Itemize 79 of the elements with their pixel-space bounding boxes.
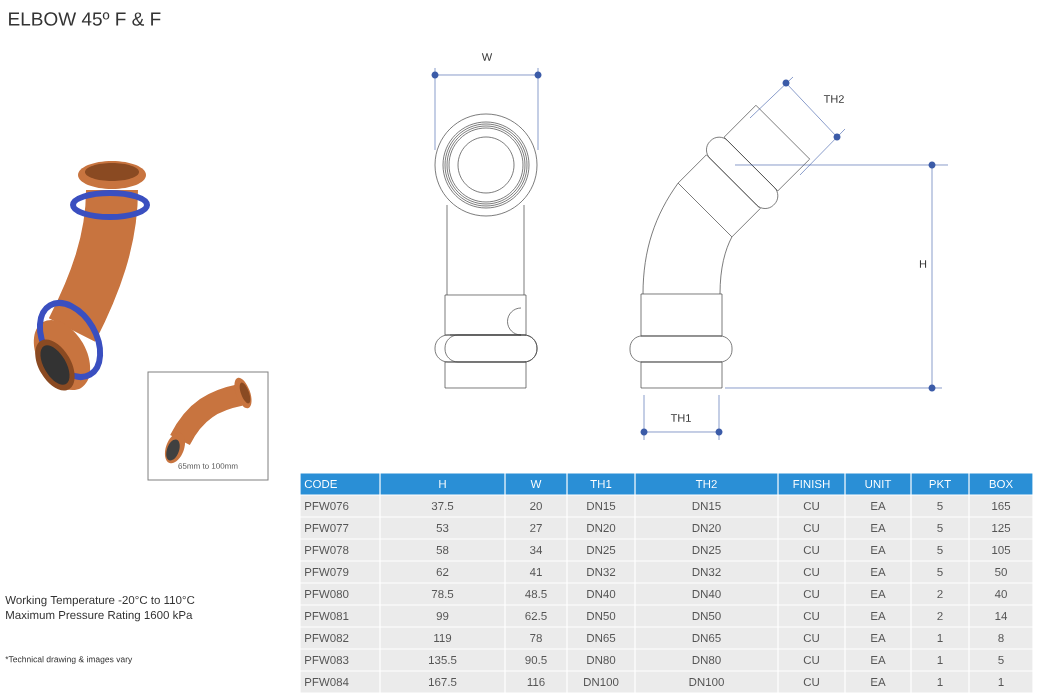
table-cell: 5	[969, 649, 1033, 671]
table-cell: 34	[505, 539, 567, 561]
table-cell: PFW082	[300, 627, 380, 649]
table-cell: 105	[969, 539, 1033, 561]
note-text: *Technical drawing & images vary	[5, 656, 133, 664]
table-cell: PFW076	[300, 495, 380, 517]
table-cell: 2	[911, 605, 969, 627]
table-cell: 40	[969, 583, 1033, 605]
table-cell: CU	[778, 495, 845, 517]
table-cell: DN20	[567, 517, 635, 539]
title: ELBOW 45º F & F	[9, 12, 161, 26]
table-cell: 62.5	[505, 605, 567, 627]
column-header: PKT	[911, 473, 969, 495]
table-cell: 165	[969, 495, 1033, 517]
dimension-label: TH1	[670, 414, 691, 422]
table-cell: CU	[778, 605, 845, 627]
dimension-label: W	[481, 53, 493, 61]
table-cell: PFW079	[300, 561, 380, 583]
table-cell: 41	[505, 561, 567, 583]
table-cell: DN40	[567, 583, 635, 605]
note-text: Maximum Pressure Rating 1600 kPa	[6, 610, 193, 622]
table-cell: 5	[911, 517, 969, 539]
table-cell: 20	[505, 495, 567, 517]
column-header: CODE	[300, 473, 380, 495]
table-cell: 116	[505, 671, 567, 693]
table-cell: DN32	[567, 561, 635, 583]
table-cell: EA	[845, 649, 911, 671]
table-cell: 50	[969, 561, 1033, 583]
table-cell: PFW081	[300, 605, 380, 627]
column-header: TH1	[567, 473, 635, 495]
table-cell: EA	[845, 517, 911, 539]
dimension-label: H	[919, 260, 927, 268]
table-cell: CU	[778, 561, 845, 583]
table-cell: DN25	[567, 539, 635, 561]
table-cell: CU	[778, 649, 845, 671]
table-cell: PFW084	[300, 671, 380, 693]
table-cell: EA	[845, 671, 911, 693]
table-cell: CU	[778, 539, 845, 561]
dimension-label: TH2	[823, 95, 844, 103]
table-cell: PFW077	[300, 517, 380, 539]
table-cell: 90.5	[505, 649, 567, 671]
column-header: UNIT	[845, 473, 911, 495]
table-cell: DN15	[567, 495, 635, 517]
table-cell: 5	[911, 539, 969, 561]
table-cell: 1	[911, 671, 969, 693]
table-cell: PFW083	[300, 649, 380, 671]
column-header: FINISH	[778, 473, 845, 495]
table-cell: DN50	[567, 605, 635, 627]
table-cell: DN100	[567, 671, 635, 693]
photo-inset: 65mm to 100mm	[147, 371, 269, 481]
table-cell: 1	[969, 671, 1033, 693]
table-cell: DN80	[567, 649, 635, 671]
table-cell: EA	[845, 495, 911, 517]
column-header: BOX	[969, 473, 1033, 495]
table-cell: EA	[845, 627, 911, 649]
table-cell: CU	[778, 583, 845, 605]
table-cell: EA	[845, 583, 911, 605]
table-cell: 5	[911, 495, 969, 517]
table-cell: 1	[911, 627, 969, 649]
table-cell: DN65	[567, 627, 635, 649]
table-cell: CU	[778, 627, 845, 649]
table-cell: 125	[969, 517, 1033, 539]
table-cell: PFW078	[300, 539, 380, 561]
table-cell: 1	[911, 649, 969, 671]
table-cell: 14	[969, 605, 1033, 627]
note-text: Working Temperature -20°C to 110°C	[5, 595, 195, 607]
table-cell: EA	[845, 605, 911, 627]
table-cell: 48.5	[505, 583, 567, 605]
table-cell: 27	[505, 517, 567, 539]
table-cell: 8	[969, 627, 1033, 649]
column-header: W	[505, 473, 567, 495]
table-cell: 5	[911, 561, 969, 583]
table-cell: 2	[911, 583, 969, 605]
table-cell: CU	[778, 671, 845, 693]
table-cell: CU	[778, 517, 845, 539]
table-cell: PFW080	[300, 583, 380, 605]
table-cell: 78	[505, 627, 567, 649]
table-cell: EA	[845, 539, 911, 561]
table-cell: EA	[845, 561, 911, 583]
